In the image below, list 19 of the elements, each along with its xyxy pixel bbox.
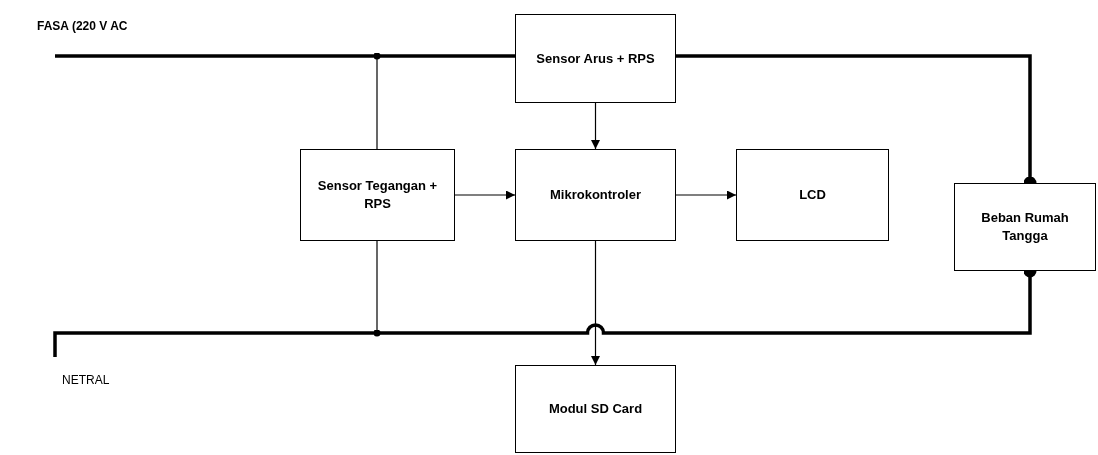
block-box [515,149,676,241]
block-label: LCD [799,186,826,204]
block-box [736,149,889,241]
connector-arrow [591,102,600,150]
block-label: Sensor Tegangan + RPS [316,177,439,213]
power-line [55,54,515,58]
connector-arrow [454,190,516,200]
line-label: FASA (220 V AC [37,18,128,35]
block-label: Modul SD Card [548,400,643,418]
connector-arrow [591,240,600,366]
block-box [515,14,676,103]
connector-arrow [675,190,737,200]
block-label: Beban Rumah Tangga [980,209,1070,245]
block-box [300,149,455,241]
block-box [515,365,676,453]
line-label: NETRAL [62,372,110,389]
block-label: Sensor Arus + RPS [536,49,655,68]
block-box [954,183,1096,271]
block-label: Mikrokontroler [550,186,641,204]
